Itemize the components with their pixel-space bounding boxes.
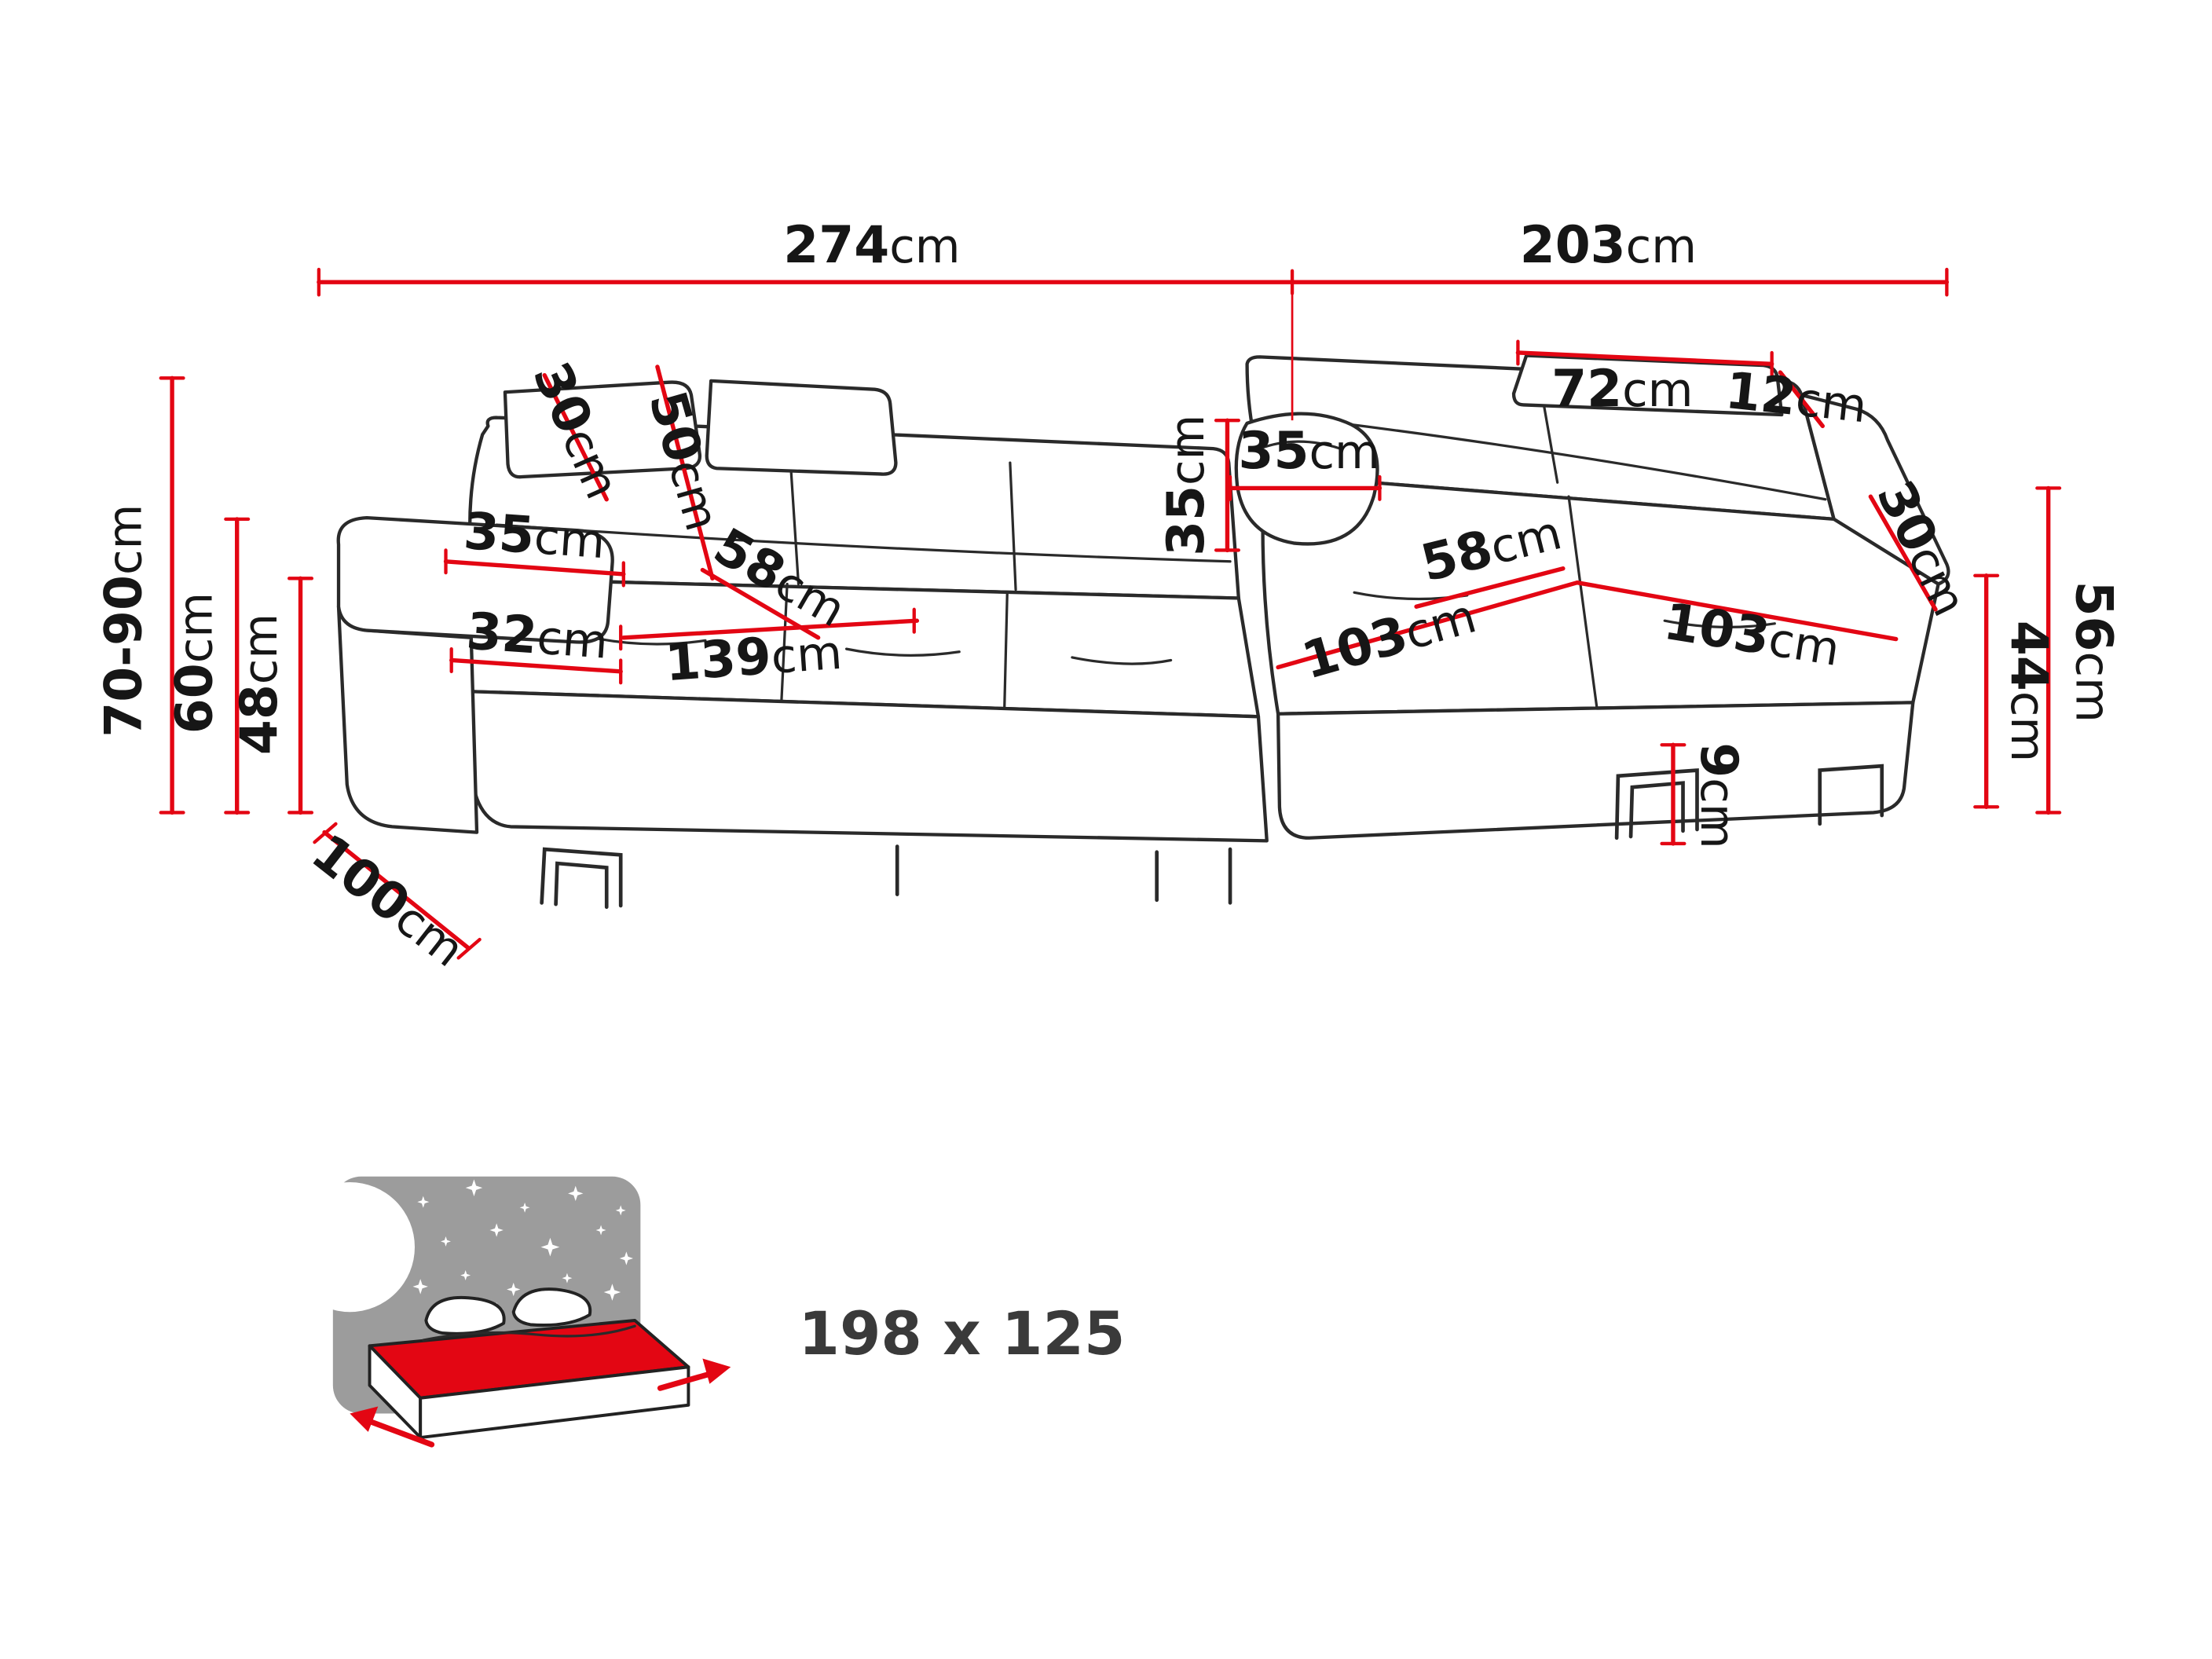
bed-side-front <box>419 1365 690 1440</box>
pillow-right-icon <box>511 1287 592 1327</box>
dimension-lines <box>159 267 2062 960</box>
arrow-width-icon <box>657 1358 731 1391</box>
dim-line-arm-32 <box>449 657 623 674</box>
dim-line-72-ticks <box>1516 339 1774 377</box>
dim-label-total-width: 274cm <box>783 216 960 275</box>
dim-label-pillow-width: 35cm <box>1238 422 1379 481</box>
bed-icon <box>350 1287 731 1448</box>
armrest-left-body <box>336 605 479 834</box>
dim-line-139-ticks <box>619 607 916 651</box>
crescent-moon-icon <box>284 1181 415 1313</box>
sleeping-area-icon: 198 x 125 <box>284 1176 1125 1448</box>
dim-label-backrest-height: 60cm <box>165 592 224 734</box>
dim-label-depth-left: 100cm <box>301 823 477 979</box>
dim-line-100-ticks <box>313 822 482 960</box>
dim-label-armrest-height: 32cm <box>464 602 610 670</box>
dim-label-seat-height-right: 44cm <box>1999 621 2058 762</box>
dim-line-9-ticks <box>1660 743 1686 846</box>
pillow-left-icon <box>424 1295 506 1335</box>
dim-line-30-left <box>542 373 609 502</box>
dim-line-72 <box>1515 350 1774 367</box>
dim-line-pillow-v-ticks <box>1214 419 1240 552</box>
dim-label-headrest-width-right: 72cm <box>1551 360 1693 419</box>
dim-line-30-right <box>1868 494 1938 612</box>
dim-line-pillow-h-ticks <box>1228 474 1382 501</box>
dim-label-seat-width-left: 139cm <box>663 622 844 694</box>
dim-label-total-depth-right: 203cm <box>1520 216 1697 275</box>
dim-line-arm-35 <box>443 559 626 577</box>
dim-line-50 <box>655 364 715 581</box>
dim-label-pillow-height: 35cm <box>1157 415 1216 556</box>
dim-line-arm-35-ticks <box>444 548 625 588</box>
dim-line-103-outer <box>1575 580 1899 642</box>
dim-line-100 <box>322 830 471 950</box>
dim-label-side-height-right: 56cm <box>2064 581 2123 723</box>
sleeping-area-size-label: 198 x 125 <box>798 1299 1125 1368</box>
dim-label-leg-height: 9cm <box>1689 742 1748 848</box>
headrest-left-b <box>705 379 898 476</box>
headrest-left-a <box>503 380 702 479</box>
dim-line-44-ticks <box>1973 573 2000 809</box>
dim-label-headrest-thickness-right: 12cm <box>1723 361 1870 434</box>
chaise-front <box>1276 701 1915 840</box>
blanket-fold-line <box>422 1324 636 1342</box>
leg-metal-left <box>540 847 623 910</box>
dim-label-height-adjustable: 70-90cm <box>95 504 154 738</box>
leg-metal-chaise-b <box>1818 764 1884 826</box>
dim-line-left-ticks <box>159 376 314 815</box>
corner-pillow-seam <box>1258 440 1342 450</box>
sofa-line-art <box>336 353 1950 910</box>
leg-metal-chaise-a <box>1614 768 1699 840</box>
dim-line-56-ticks <box>2035 486 2062 815</box>
headrest-right <box>1511 353 1784 417</box>
dim-label-armrest-width: 35cm <box>462 502 607 570</box>
dim-line-12 <box>1778 370 1826 429</box>
dim-label-seat-height-left: 48cm <box>230 613 289 755</box>
dim-line-58-right <box>1414 566 1566 609</box>
front-left <box>460 689 1269 843</box>
armrest-left-pad <box>336 515 614 644</box>
seat-left-seams <box>591 582 1173 710</box>
dim-line-139 <box>621 618 920 640</box>
backrest-left-seams <box>495 452 1232 591</box>
arrow-length-icon <box>350 1406 435 1448</box>
side-panel-right <box>1800 393 1950 586</box>
dim-line-arm-32-ticks <box>449 646 623 685</box>
dim-line-103-inner <box>1276 580 1580 670</box>
